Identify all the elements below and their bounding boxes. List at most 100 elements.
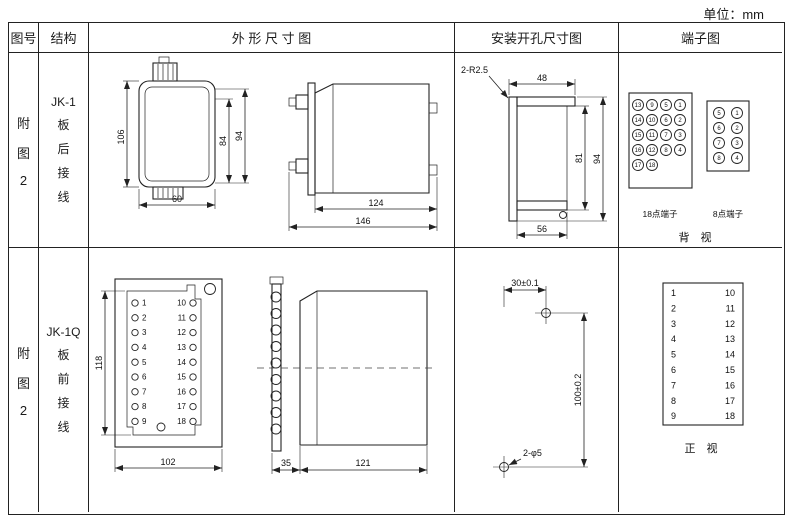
drill-hole-bottom	[493, 455, 515, 478]
terminal-point-number: 13	[635, 103, 642, 109]
mounting-hole-circle	[204, 282, 216, 295]
terminal-point-number: 4	[735, 156, 739, 162]
structure-char: 接	[57, 396, 70, 410]
header-install: 安装开孔尺寸图	[455, 23, 619, 53]
terminal-point-number: 5	[717, 111, 721, 117]
terminal-point-circle	[632, 144, 644, 156]
structure-char: 接	[57, 166, 70, 180]
board-terminal-circle	[189, 372, 197, 381]
board-terminal-number: 4	[142, 343, 147, 352]
board-terminal-number: 7	[142, 387, 147, 396]
dim-height-84: 84	[215, 98, 249, 184]
row1-structure: JK-1 板 后 接 线	[39, 53, 89, 248]
board-terminal-circle	[131, 387, 139, 395]
terminal-list-number: 14	[725, 349, 735, 359]
terminal-list-number: 10	[725, 288, 735, 298]
terminal-point-circle	[713, 137, 725, 149]
dim-width-30: 30±0.1	[503, 278, 547, 307]
terminal-point-circle	[731, 152, 743, 164]
terminal-list-number: 7	[671, 380, 676, 390]
model-label: JK-1	[51, 95, 76, 109]
terminal-point-circle	[646, 144, 658, 156]
row1-install-drawing: 2-R2.5 48 81	[455, 53, 619, 248]
row1-outline-drawing: 106 84 94 60	[89, 53, 455, 248]
terminal-point-circle	[731, 137, 743, 149]
board-terminal-circle	[131, 328, 139, 336]
socket-strip-side-view	[269, 276, 284, 452]
dim-depth-124: 124	[314, 177, 438, 213]
relay-side-view	[288, 82, 438, 196]
board-terminal-circle	[131, 313, 139, 321]
board-terminal-number: 13	[177, 343, 186, 352]
radius-callout: 2-R2.5	[461, 65, 509, 99]
row2-fig-no: 附 图 2	[9, 248, 39, 512]
install-drawing-rear-wiring: 2-R2.5 48 81	[461, 65, 607, 239]
strip-screw-circle	[270, 406, 282, 418]
terminal-list-number: 12	[725, 318, 735, 328]
terminal-point-circle	[632, 159, 644, 171]
hatch-lines-top-block	[157, 64, 174, 80]
structure-char: 板	[57, 348, 70, 362]
terminal-point-number: 5	[664, 103, 668, 109]
dim-height-106: 106	[116, 80, 139, 188]
terminal-point-number: 15	[635, 133, 642, 139]
board-terminal-number: 15	[177, 372, 186, 381]
board-terminal-circle	[189, 313, 197, 321]
terminal-point-number: 18	[649, 163, 656, 169]
terminal-point-circle	[646, 99, 658, 111]
board-terminal-number: 11	[178, 313, 187, 322]
terminal-point-number: 8	[664, 148, 668, 154]
view-label-rear: 背 视	[678, 230, 715, 244]
hole-diameter-label: 2-φ5	[523, 448, 542, 458]
dim-label-56: 56	[537, 224, 547, 234]
board-terminal-circle	[189, 387, 197, 395]
board-terminal-number: 6	[142, 372, 147, 381]
terminal-point-circle	[674, 99, 686, 111]
terminal-point-circle	[660, 144, 672, 156]
dim-label-121: 121	[355, 458, 370, 468]
view-label-front: 正 视	[684, 441, 721, 455]
terminal-block-8	[706, 100, 750, 172]
board-terminal-circle	[131, 402, 139, 410]
dim-label-48: 48	[537, 73, 547, 83]
terminal-list-number: 9	[671, 411, 676, 421]
cutout-side-profile	[508, 96, 576, 222]
terminal-block-18-label: 18点端子	[643, 209, 678, 219]
radius-label: 2-R2.5	[461, 65, 488, 75]
dim-label-35: 35	[281, 458, 291, 468]
strip-screw-circle	[270, 340, 282, 352]
terminal-block-8-label: 8点端子	[713, 209, 744, 219]
board-terminal-number: 14	[177, 357, 186, 366]
structure-char: 后	[57, 142, 70, 156]
relay-front-view	[138, 56, 216, 200]
strip-screw-circle	[270, 324, 282, 335]
terminal-point-number: 4	[678, 148, 682, 154]
terminal-point-number: 1	[678, 103, 682, 109]
model-label: JK-1Q	[46, 325, 81, 339]
fig-char: 图	[16, 375, 30, 391]
install-drawing-front-wiring: 30±0.1 100±0.2 2-φ5	[493, 278, 588, 478]
terminal-point-circle	[646, 114, 658, 126]
dim-label-106: 106	[116, 129, 126, 144]
hole-diameter-callout: 2-φ5	[508, 448, 542, 465]
strip-screw-circle	[270, 307, 282, 319]
terminal-point-number: 14	[635, 118, 642, 124]
terminal-list-number: 8	[671, 395, 676, 405]
terminal-point-circle	[674, 129, 686, 141]
header-fig-no: 图号	[9, 23, 39, 53]
terminal-point-number: 12	[649, 148, 656, 154]
dim-label-94: 94	[234, 131, 244, 141]
outline-drawing-rear-wiring: 106 84 94 60	[116, 56, 438, 231]
terminal-point-circle	[713, 107, 725, 119]
fig-char: 2	[19, 172, 28, 188]
terminal-point-circle	[731, 107, 743, 119]
structure-char: 板	[57, 118, 70, 132]
board-terminal-number: 2	[142, 313, 147, 322]
